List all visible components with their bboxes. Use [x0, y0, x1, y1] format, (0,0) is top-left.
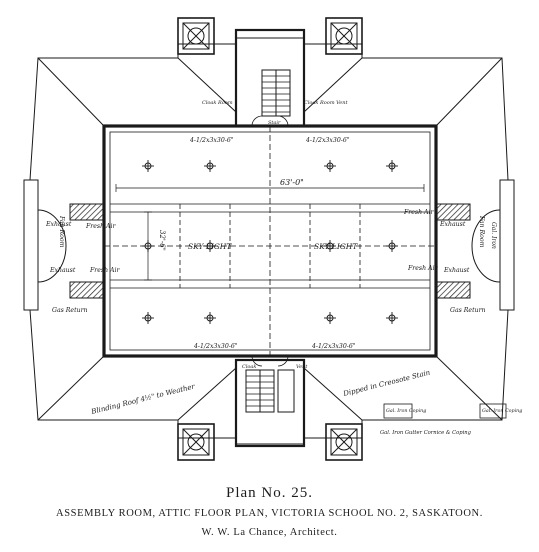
label-gal-iron-right: Gal. Iron [490, 222, 497, 249]
label-exhaust-tl: Exhaust [45, 221, 72, 228]
left-bay-arc [37, 209, 67, 283]
label-blinding-roof: Blinding Roof 4½" to Weather [90, 382, 197, 416]
label-fan-room-right: Fan Room [478, 215, 485, 248]
corner-chimneys [177, 17, 363, 461]
label-fresh-air-tl: Fresh Air [85, 223, 116, 230]
stair-tower-top [234, 28, 306, 128]
coping-box-right [479, 403, 507, 419]
center-axes [104, 126, 436, 356]
label-gal-coping-right: Gal. Iron Coping [482, 408, 522, 414]
label-vent-bottom-right: Vent [296, 364, 308, 370]
label-gas-return-left: Gas Return [52, 307, 88, 314]
attic-floor-plan-drawing: SKY LIGHT SKY LIGHT 63'-0" 32'-6" 4-1/2x… [23, 17, 522, 461]
label-vent-bottom-left: Cloak [242, 364, 256, 370]
stair-tower-bottom [234, 358, 306, 448]
label-gutter-cornice: Gal. Iron Gutter Cornice & Coping [380, 430, 472, 436]
label-fresh-air-bl: Fresh Air [89, 267, 120, 274]
stair-doors [251, 115, 289, 367]
label-sky-light-left: SKY LIGHT [188, 242, 232, 251]
roof-hip-lines [37, 57, 503, 421]
label-gal-coping-left: Gal. Iron Coping [386, 408, 426, 414]
label-stair-top: Stair [268, 120, 281, 126]
ventilation-ducts [69, 203, 471, 299]
label-gas-return-right: Gas Return [450, 307, 486, 314]
label-dim-height: 32'-6" [158, 230, 166, 251]
plan-title: Plan No. 25. [226, 485, 313, 501]
coping-box-left [383, 403, 413, 419]
plan-subtitle: ASSEMBLY ROOM, ATTIC FLOOR PLAN, VICTORI… [56, 508, 483, 519]
ceiling-lights [142, 160, 398, 324]
label-dim-width: 63'-0" [280, 178, 304, 187]
label-truss-top-left: 4-1/2x3x30-6" [189, 137, 234, 144]
right-bay-arc [471, 209, 501, 283]
architect-credit: W. W. La Chance, Architect. [201, 527, 338, 538]
label-exhaust-br: Exhaust [443, 267, 470, 274]
label-dipped-stain: Dipped in Creosote Stain [342, 368, 432, 398]
label-truss-bottom-right: 4-1/2x3x30-6" [311, 343, 356, 350]
label-cloak-top-right: Cloak Room Vent [304, 100, 348, 106]
label-fresh-air-br: Fresh Air [407, 265, 438, 272]
left-bay [23, 179, 39, 311]
assembly-room-walls [102, 124, 438, 358]
label-fresh-air-tr: Fresh Air [403, 209, 434, 216]
label-cloak-top: Cloak Room [202, 100, 233, 106]
label-fan-room-left: Fan Room [58, 215, 65, 248]
label-exhaust-bl: Exhaust [49, 267, 76, 274]
roof-outline [23, 37, 515, 445]
right-bay [499, 179, 515, 311]
label-exhaust-tr: Exhaust [439, 221, 466, 228]
label-truss-bottom-left: 4-1/2x3x30-6" [193, 343, 238, 350]
label-truss-top-right: 4-1/2x3x30-6" [305, 137, 350, 144]
label-sky-light-right: SKY LIGHT [314, 242, 358, 251]
